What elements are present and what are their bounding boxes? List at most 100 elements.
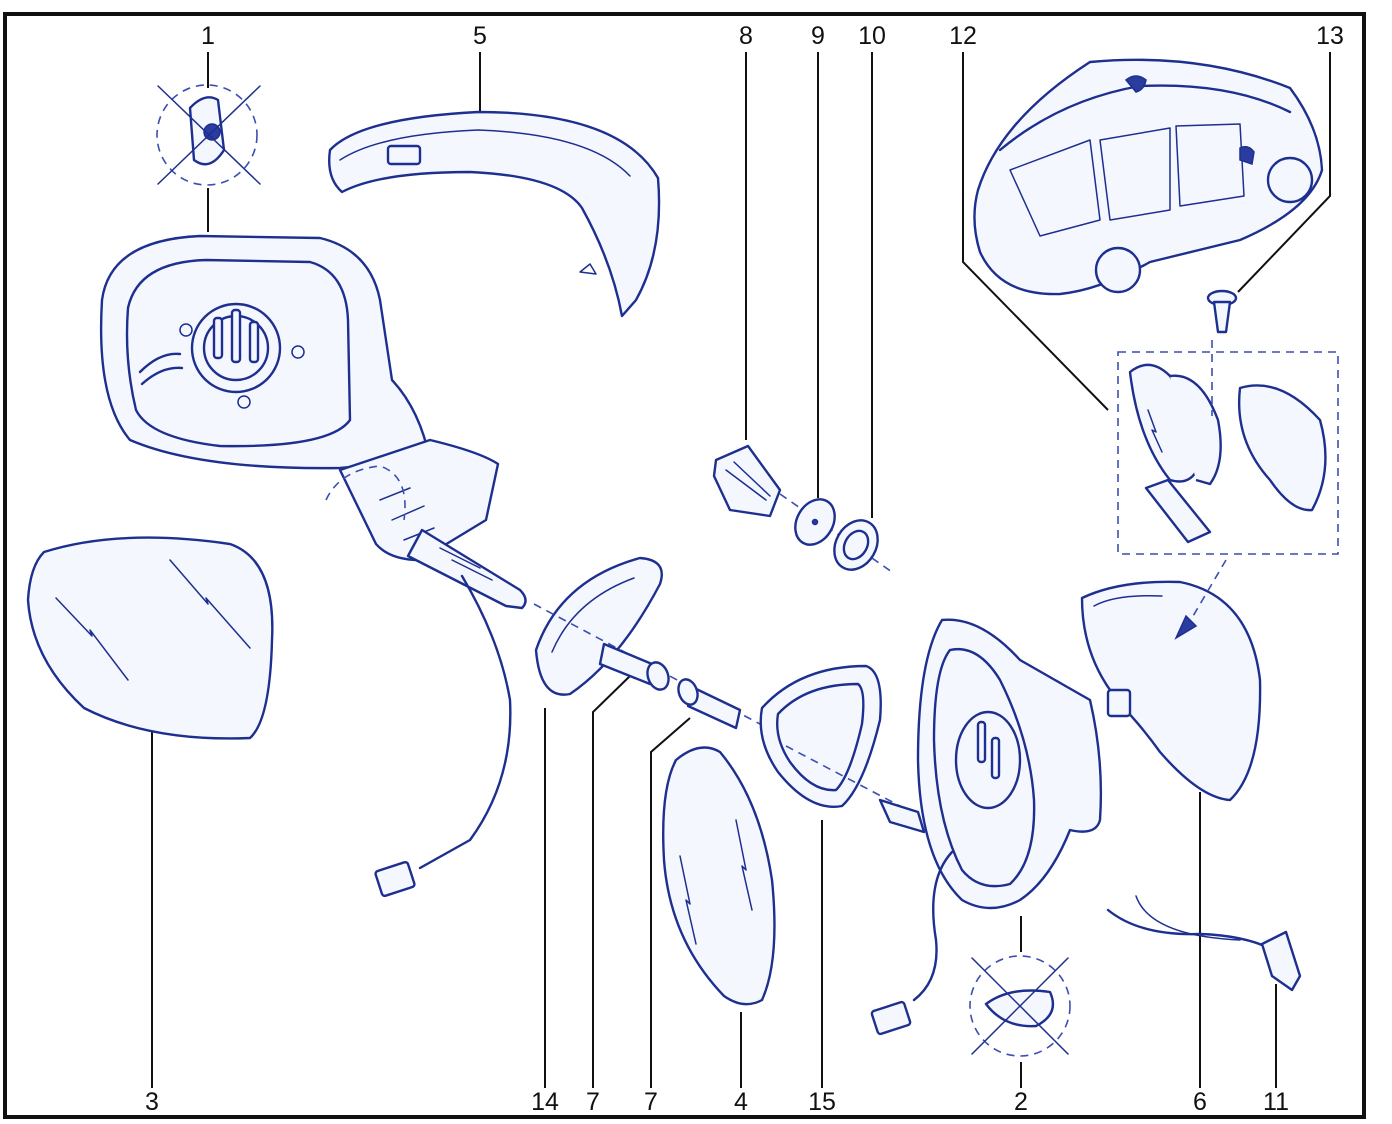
motor-pin-right-a	[976, 720, 987, 764]
bracket-inner-14	[551, 577, 635, 653]
part-11-cable	[1106, 895, 1302, 992]
part-5-cover-upper	[328, 110, 661, 318]
callout-4: 4	[734, 1088, 748, 1116]
screw-hole-a	[179, 323, 193, 337]
screw-7-right-head	[677, 678, 699, 706]
leader-lines	[151, 52, 1331, 1088]
housing-inner-right	[932, 647, 1036, 888]
callout-5: 5	[473, 22, 487, 50]
car-body	[973, 58, 1324, 296]
car-rear-window	[1009, 139, 1101, 237]
part-9-washer	[794, 498, 836, 546]
subassembly-housing	[1169, 374, 1222, 486]
car-mirror-highlight	[1239, 145, 1255, 165]
cover-tab-5	[579, 263, 597, 275]
callout-3: 3	[145, 1088, 159, 1116]
glass-plate-4	[662, 746, 776, 1006]
repeater-lamp-2	[984, 989, 1055, 1028]
cover-tab-6	[1106, 688, 1132, 718]
detail-circle-1	[156, 84, 258, 186]
pivot-shaft	[406, 528, 527, 610]
screw-13-shank	[1212, 300, 1232, 334]
wiring-harness-right	[912, 850, 954, 1002]
axis-line-seal	[785, 745, 901, 807]
clip-ribs-8	[725, 461, 771, 501]
part-3-glass-left	[26, 536, 274, 740]
callout-10: 10	[858, 22, 886, 50]
part-2-repeater-detail	[969, 955, 1071, 1057]
callout-13: 13	[1316, 22, 1344, 50]
ring-10-outer	[833, 519, 879, 571]
subassembly-box	[1117, 351, 1339, 555]
glass-plate-3	[26, 536, 274, 740]
car-front-wheel	[1266, 156, 1314, 204]
axis-line-upper	[779, 493, 893, 573]
leader-7-left	[592, 675, 631, 1088]
car-side-window-a	[1099, 127, 1171, 221]
callout-9: 9	[811, 22, 825, 50]
pivot-shaft-detail	[439, 547, 493, 581]
callout-12: 12	[949, 22, 977, 50]
car-rear-wheel	[1094, 246, 1142, 294]
arrow-head-cover	[1174, 614, 1198, 640]
part-10-ring	[833, 519, 879, 571]
vehicle-illustration	[973, 58, 1324, 296]
car-side-window-b	[1175, 123, 1245, 207]
subassembly-bracket	[1144, 478, 1212, 544]
glass-glint-3b	[169, 559, 251, 649]
part-14-bracket	[533, 556, 761, 725]
screw-7-left-shank	[598, 642, 654, 686]
motor-pin-b	[230, 308, 242, 364]
bracket-plate-14	[534, 556, 663, 696]
housing-inner-rim	[125, 258, 352, 448]
part-13-screw	[1206, 289, 1238, 334]
motor-pin-right-b	[990, 736, 1001, 780]
wiring-harness-left	[418, 574, 512, 870]
leader-7-right	[650, 717, 691, 1088]
wiring-connector-right	[870, 1000, 912, 1036]
glass-glint-4b	[735, 819, 753, 911]
subassembly-cover	[1238, 384, 1327, 512]
mirror-housing-right	[870, 618, 1103, 1036]
leader-12	[962, 52, 1109, 411]
part-6-cover-lower	[1080, 559, 1262, 802]
part-8-clip	[712, 444, 893, 573]
mirror-housing-left	[99, 234, 527, 898]
diagram-frame	[3, 12, 1366, 1119]
screw-hole-c	[237, 395, 251, 409]
cross-2b	[971, 957, 1069, 1055]
pivot-right	[878, 798, 926, 834]
callout-11: 11	[1263, 1088, 1289, 1116]
leader-13	[1237, 52, 1331, 293]
glass-glint-3a	[55, 597, 129, 681]
cable-wire-11b	[1135, 895, 1241, 941]
clip-body-8	[712, 444, 782, 518]
callout-7-right: 7	[644, 1088, 658, 1116]
cover-rim-5	[339, 129, 631, 177]
motor-ring-right	[954, 710, 1022, 810]
part-12-subassembly	[1117, 340, 1339, 555]
seal-outer-15	[759, 664, 882, 808]
callout-7-left: 7	[586, 1088, 600, 1116]
washer-9-center	[811, 518, 819, 526]
car-highlight-spot	[1124, 75, 1147, 93]
screw-7-left-head	[646, 661, 670, 691]
cover-rim-6	[1093, 594, 1163, 607]
mirror-arm-base	[338, 438, 500, 562]
ring-10-inner	[842, 529, 870, 561]
callout-6: 6	[1193, 1088, 1207, 1116]
cover-clip-5	[386, 144, 422, 166]
cross-1b	[157, 85, 261, 185]
detail-circle-2	[969, 955, 1071, 1057]
callout-14: 14	[531, 1088, 559, 1116]
callout-8: 8	[739, 22, 753, 50]
screw-hole-b	[291, 345, 305, 359]
wiring-connector-left	[374, 860, 416, 898]
cover-shell-5	[328, 110, 661, 318]
motor-pin-a	[212, 316, 224, 360]
part-4-glass-right	[662, 746, 776, 1006]
part-1-repeater-detail	[156, 84, 261, 186]
part-7-screws	[598, 642, 742, 730]
part-15-seal	[759, 664, 901, 808]
